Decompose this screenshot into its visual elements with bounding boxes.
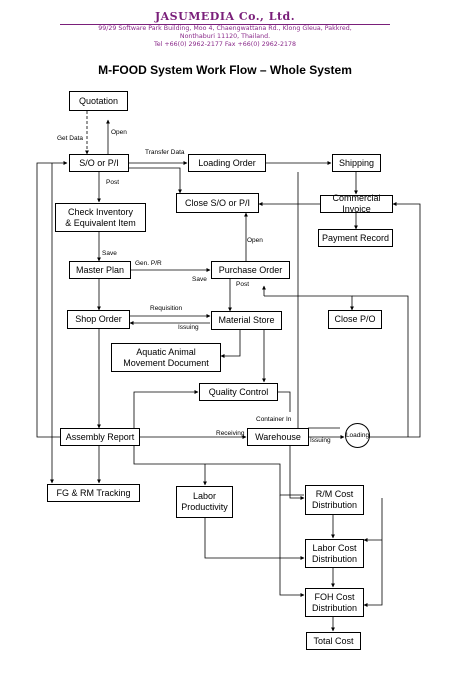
requisition-label: Requisition	[150, 305, 183, 312]
receiving-label: Receiving	[216, 430, 245, 437]
so-to-close-so-arrow	[129, 167, 182, 194]
labor-cost-label-1: Labor Cost	[312, 542, 357, 553]
labor-productivity-label-2: Productivity	[181, 502, 228, 512]
check-inventory-node: Check Inventory& Equivalent Item	[55, 203, 146, 232]
commercial-invoice-node: Commercial Invoice	[320, 193, 393, 214]
rm-cost-label-2: Distribution	[311, 500, 358, 510]
open-label-1: Open	[111, 129, 127, 136]
loading-order-node: Loading Order	[188, 154, 266, 172]
assembly-report-label: Assembly Report	[65, 431, 135, 442]
close-po-label: Close P/O	[334, 314, 376, 324]
store-to-aquatic-arrow	[220, 330, 241, 358]
purchase-order-node: Purchase Order	[211, 261, 290, 279]
total-cost-label: Total Cost	[313, 635, 354, 646]
quality-control-node: Quality Control	[199, 383, 278, 401]
loading-order-label: Loading Order	[198, 157, 256, 168]
check-inventory-label-2: & Equivalent Item	[65, 217, 136, 228]
labor-to-labor-cost-arrow	[204, 518, 305, 560]
assembly-to-costs-line	[133, 446, 304, 496]
total-cost-node: Total Cost	[306, 632, 361, 650]
quality-control-label: Quality Control	[208, 386, 269, 397]
shipping-label: Shipping	[338, 157, 375, 168]
company-name: JASUMEDIA Co., Ltd.	[154, 10, 296, 23]
company-address-line-2: Nonthaburi 11120, Thailand.	[179, 33, 271, 40]
labor-productivity-label-1: Labor	[192, 491, 217, 501]
company-contact-line: Tel +66(0) 2962-2177 Fax +66(0) 2962-217…	[153, 41, 297, 48]
open-label-2: Open	[247, 237, 263, 244]
get-data-label: Get Data	[57, 135, 84, 142]
master-plan-node: Master Plan	[69, 261, 131, 279]
quotation-label: Quotation	[78, 95, 119, 106]
quotation-node: Quotation	[69, 91, 128, 111]
loading-label: Loading	[345, 432, 370, 439]
assembly-report-node: Assembly Report	[60, 428, 140, 446]
to-foh-cost-arrow	[279, 495, 305, 597]
save-label-1: Save	[102, 250, 117, 257]
loading-to-invoice-arrow	[368, 202, 421, 438]
shop-order-node: Shop Order	[67, 310, 130, 329]
post-label-1: Post	[106, 179, 120, 186]
payment-record-label: Payment Record	[321, 232, 390, 243]
close-so-pi-node: Close S/O or P/I	[176, 193, 259, 213]
to-close-po-arrow	[264, 295, 354, 311]
fg-rm-tracking-label: FG & RM Tracking	[56, 487, 131, 498]
save-label-2: Save	[192, 276, 207, 283]
material-store-label: Material Store	[218, 315, 275, 325]
issuing-label-2: Issuing	[310, 437, 331, 444]
aquatic-label-1: Aquatic Animal	[136, 346, 196, 357]
close-po-node: Close P/O	[328, 310, 382, 329]
assembly-to-qc-arrow	[133, 390, 199, 428]
foh-cost-label-1: FOH Cost	[314, 591, 355, 602]
fg-rm-tracking-node: FG & RM Tracking	[47, 484, 140, 502]
header-rule	[60, 24, 390, 25]
so-pi-node: S/O or P/I	[69, 154, 129, 172]
qc-to-warehouse-line	[278, 391, 291, 412]
purchase-order-label: Purchase Order	[218, 264, 283, 275]
diagram-title: M-FOOD System Work Flow – Whole System	[98, 63, 352, 77]
payment-record-node: Payment Record	[318, 229, 393, 247]
container-in-label: Container In	[256, 416, 292, 423]
so-pi-label: S/O or P/I	[79, 157, 119, 168]
post-label-2: Post	[236, 281, 250, 288]
warehouse-node: Warehouse	[247, 428, 309, 446]
foh-cost-label-2: Distribution	[311, 602, 358, 613]
company-address-line-1: 99/29 Software Park Building, Moo 4, Cha…	[98, 25, 352, 32]
warehouse-feedback-line	[352, 295, 409, 437]
labor-cost-label-2: Distribution	[311, 553, 358, 564]
commercial-invoice-label: Commercial Invoice	[332, 193, 381, 214]
warehouse-label: Warehouse	[255, 431, 301, 442]
check-inventory-label-1: Check Inventory	[67, 206, 134, 217]
shipping-node: Shipping	[332, 154, 381, 172]
aquatic-label-2: Movement Document	[123, 357, 209, 368]
master-plan-label: Master Plan	[75, 264, 125, 275]
transfer-data-label: Transfer Data	[145, 149, 185, 156]
close-so-pi-label: Close S/O or P/I	[184, 197, 251, 208]
material-store-node: Material Store	[211, 311, 282, 330]
shop-order-label: Shop Order	[75, 314, 122, 324]
rm-cost-label-1: R/M Cost	[315, 489, 354, 499]
gen-pr-label: Gen. P/R	[135, 260, 162, 267]
loading-node: Loading	[345, 423, 370, 448]
warehouse-to-rm-cost-arrow	[289, 446, 305, 500]
issuing-label-1: Issuing	[178, 324, 199, 331]
